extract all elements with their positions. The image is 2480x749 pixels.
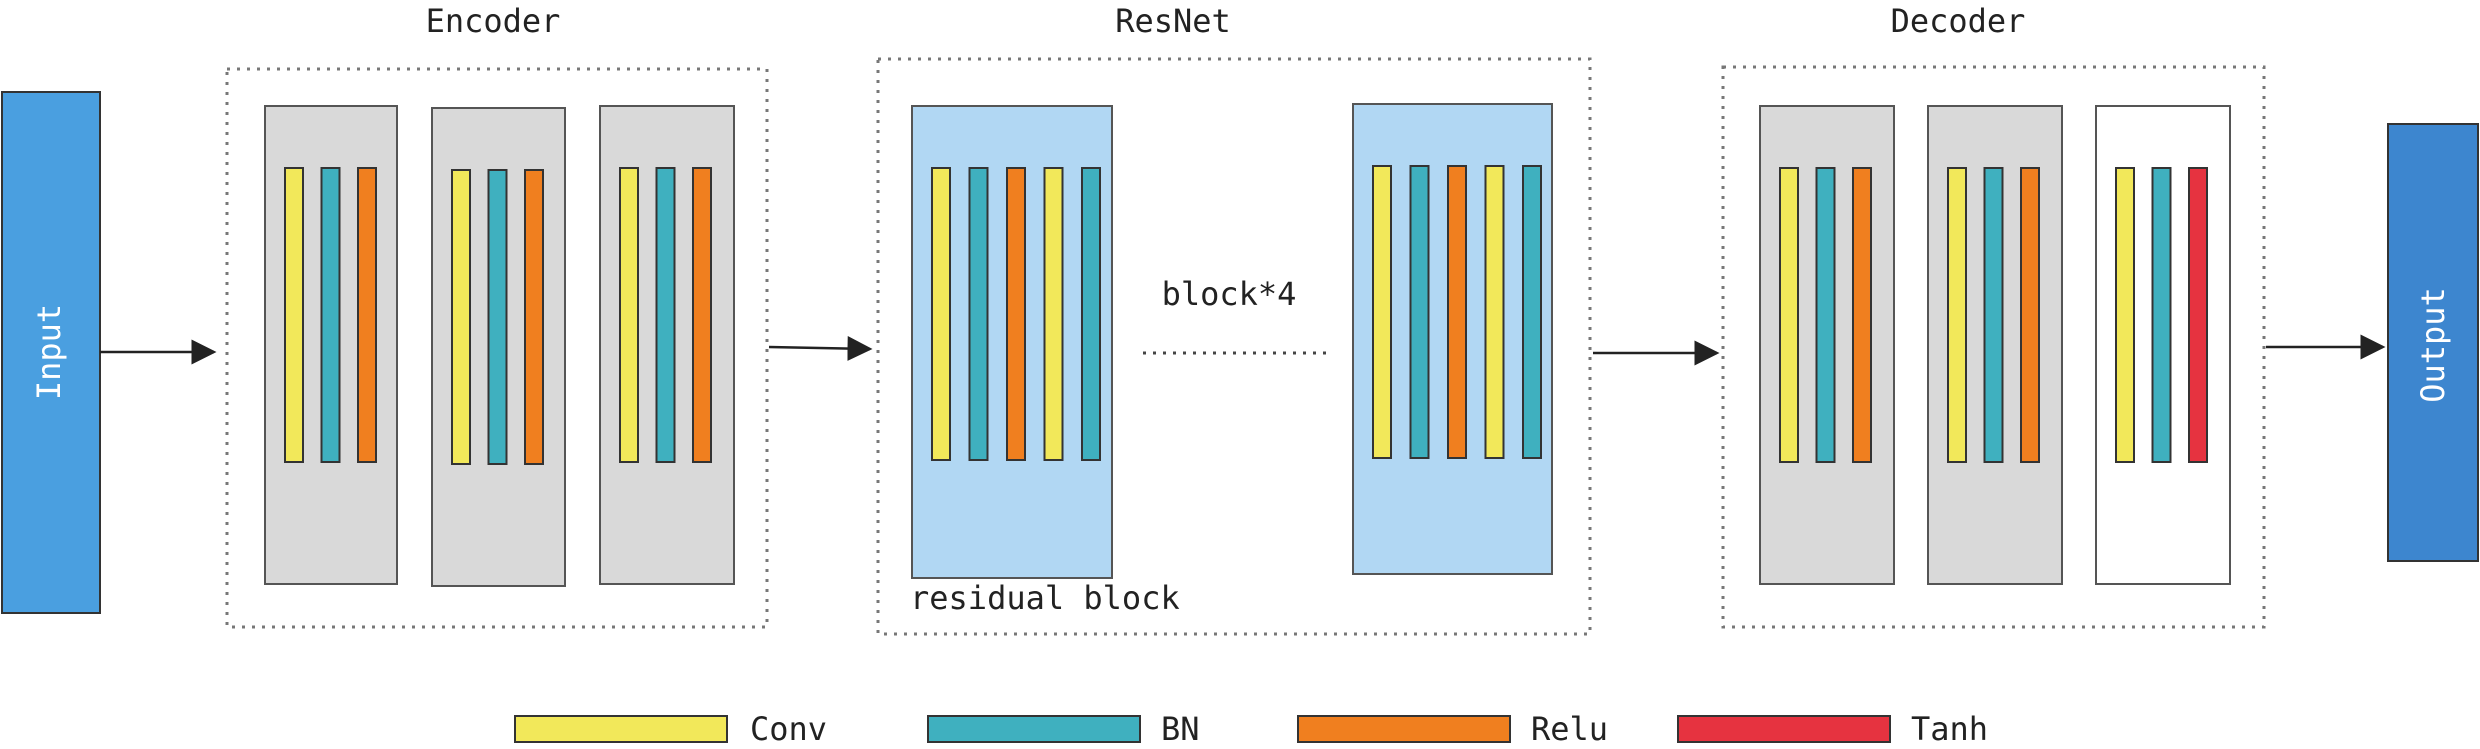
arrow-encoder-to-resnet [768, 336, 873, 362]
resnet-block-1-conv-layer [931, 167, 951, 461]
decoder-block-2-relu-layer [2020, 167, 2040, 463]
resnet-block-2-conv-layer [1372, 165, 1392, 459]
residual-block-caption: residual block [910, 579, 1180, 617]
resnet-title: ResNet [1115, 2, 1231, 40]
input-label: Input [30, 304, 68, 400]
legend-label-tanh: Tanh [1911, 710, 1988, 748]
resnet-block-1-relu-layer [1006, 167, 1026, 461]
decoder-block-1-relu-layer [1852, 167, 1872, 463]
legend-label-conv: Conv [750, 710, 827, 748]
decoder-block-2-bn-layer [1983, 167, 2004, 463]
output-label: Output [2414, 287, 2452, 403]
encoder-block-2-bn-layer [487, 169, 508, 465]
legend-swatch-conv [514, 715, 728, 743]
decoder-block-1-conv-layer [1779, 167, 1799, 463]
legend-swatch-bn [927, 715, 1141, 743]
resnet-frame [876, 57, 1592, 636]
output-box [2387, 123, 2479, 562]
decoder-block-1-bn-layer [1815, 167, 1836, 463]
block-repeat-label: block*4 [1162, 275, 1297, 313]
legend-swatch-tanh [1677, 715, 1891, 743]
encoder-block-3-relu-layer [692, 167, 712, 463]
legend-label-relu: Relu [1531, 710, 1608, 748]
input-box [1, 91, 101, 614]
decoder-block-3-tanh-layer [2188, 167, 2208, 463]
decoder-block-3-conv-layer [2115, 167, 2135, 463]
encoder-block-3-bn-layer [655, 167, 676, 463]
encoder-block-1-conv-layer [284, 167, 304, 463]
encoder-block-2-conv-layer [451, 169, 471, 465]
encoder-block-2-relu-layer [524, 169, 544, 465]
resnet-block-2-bn-layer [1522, 165, 1542, 459]
legend-swatch-relu [1297, 715, 1511, 743]
resnet-block-2-conv-layer [1484, 165, 1505, 459]
resnet-block-1-conv-layer [1043, 167, 1064, 461]
decoder-frame [1721, 65, 2266, 629]
legend: Conv BN Relu Tanh [514, 710, 1988, 748]
decoder-block-2-conv-layer [1947, 167, 1967, 463]
encoder-block-1-bn-layer [320, 167, 341, 463]
decoder-title: Decoder [1891, 2, 2026, 40]
resnet-block-2-bn-layer [1409, 165, 1430, 459]
encoder-title: Encoder [426, 2, 561, 40]
encoder-frame [225, 67, 769, 629]
resnet-block-1-bn-layer [968, 167, 989, 461]
encoder-block-1-relu-layer [357, 167, 377, 463]
legend-label-bn: BN [1161, 710, 1200, 748]
resnet-block-1-bn-layer [1081, 167, 1101, 461]
decoder-block-3-bn-layer [2151, 167, 2172, 463]
resnet-block-2-relu-layer [1447, 165, 1467, 459]
encoder-block-3-conv-layer [619, 167, 639, 463]
stage-blocks [264, 103, 2231, 587]
